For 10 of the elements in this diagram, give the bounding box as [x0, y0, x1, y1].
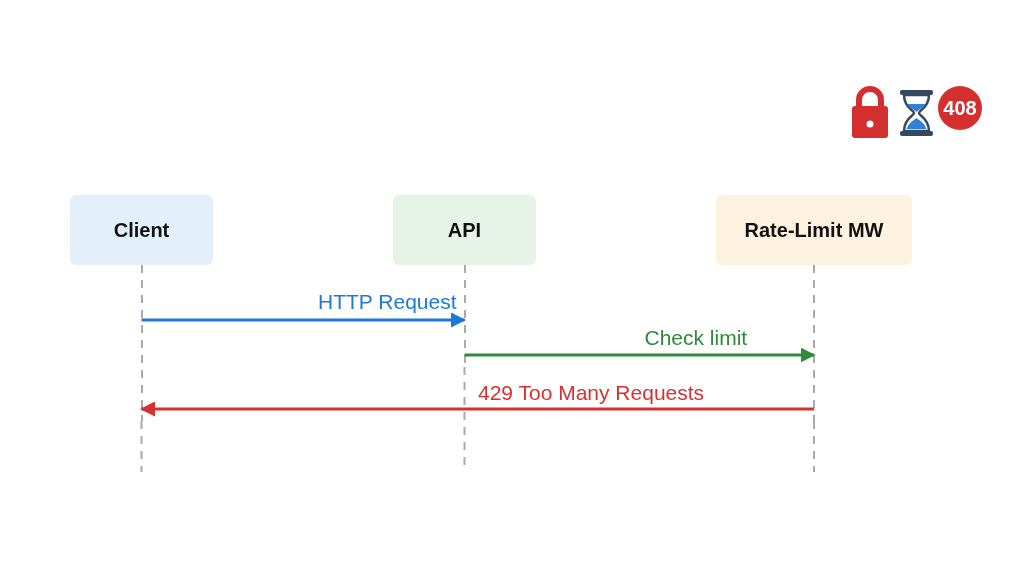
message-arrow: [464, 347, 816, 363]
participant-box: Client: [70, 195, 213, 265]
edge-label: 429 Too Many Requests: [478, 381, 705, 405]
message-arrow: [141, 312, 466, 328]
participant-box: Rate-Limit MW: [716, 195, 912, 265]
edge-label: Check limit: [644, 326, 748, 350]
status-badge: 408: [938, 86, 982, 130]
edge-label: HTTP Request: [318, 290, 457, 314]
message-arrow: [140, 401, 814, 417]
participant-box: API: [393, 195, 536, 265]
